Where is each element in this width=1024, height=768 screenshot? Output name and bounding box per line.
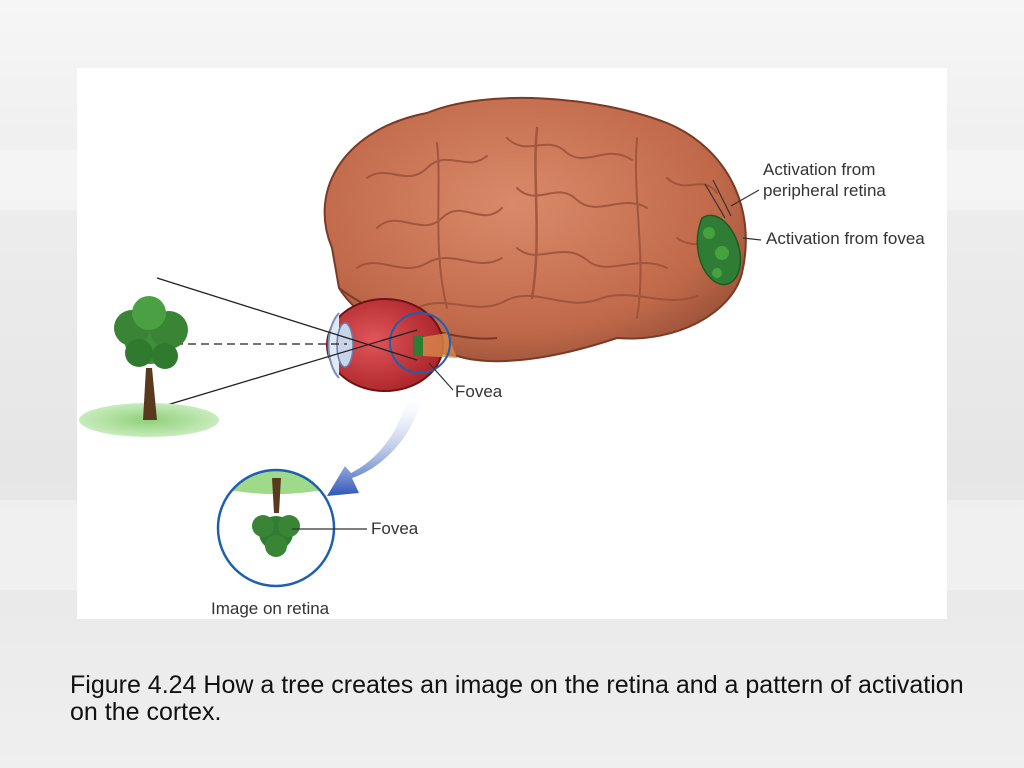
eye-illustration <box>326 298 457 392</box>
retina-image-circle <box>216 468 367 588</box>
label-fovea-retina: Fovea <box>371 519 419 538</box>
tree-illustration <box>79 296 219 437</box>
fovea-pointer-line <box>428 362 454 391</box>
brain-illustration <box>323 96 747 363</box>
label-fovea-eye: Fovea <box>455 382 503 401</box>
label-activation-fovea: Activation from fovea <box>766 229 925 248</box>
figure-caption: Figure 4.24 How a tree creates an image … <box>70 671 964 726</box>
label-image-on-retina: Image on retina <box>211 599 330 618</box>
sight-lines <box>149 277 418 409</box>
label-activation-peripheral: Activation from peripheral retina <box>763 160 886 200</box>
figure-panel: Activation from peripheral retina Activa… <box>77 68 947 619</box>
retina-arrow <box>327 398 422 496</box>
cortex-activation-patch <box>696 179 762 286</box>
figure-illustration <box>79 96 762 588</box>
